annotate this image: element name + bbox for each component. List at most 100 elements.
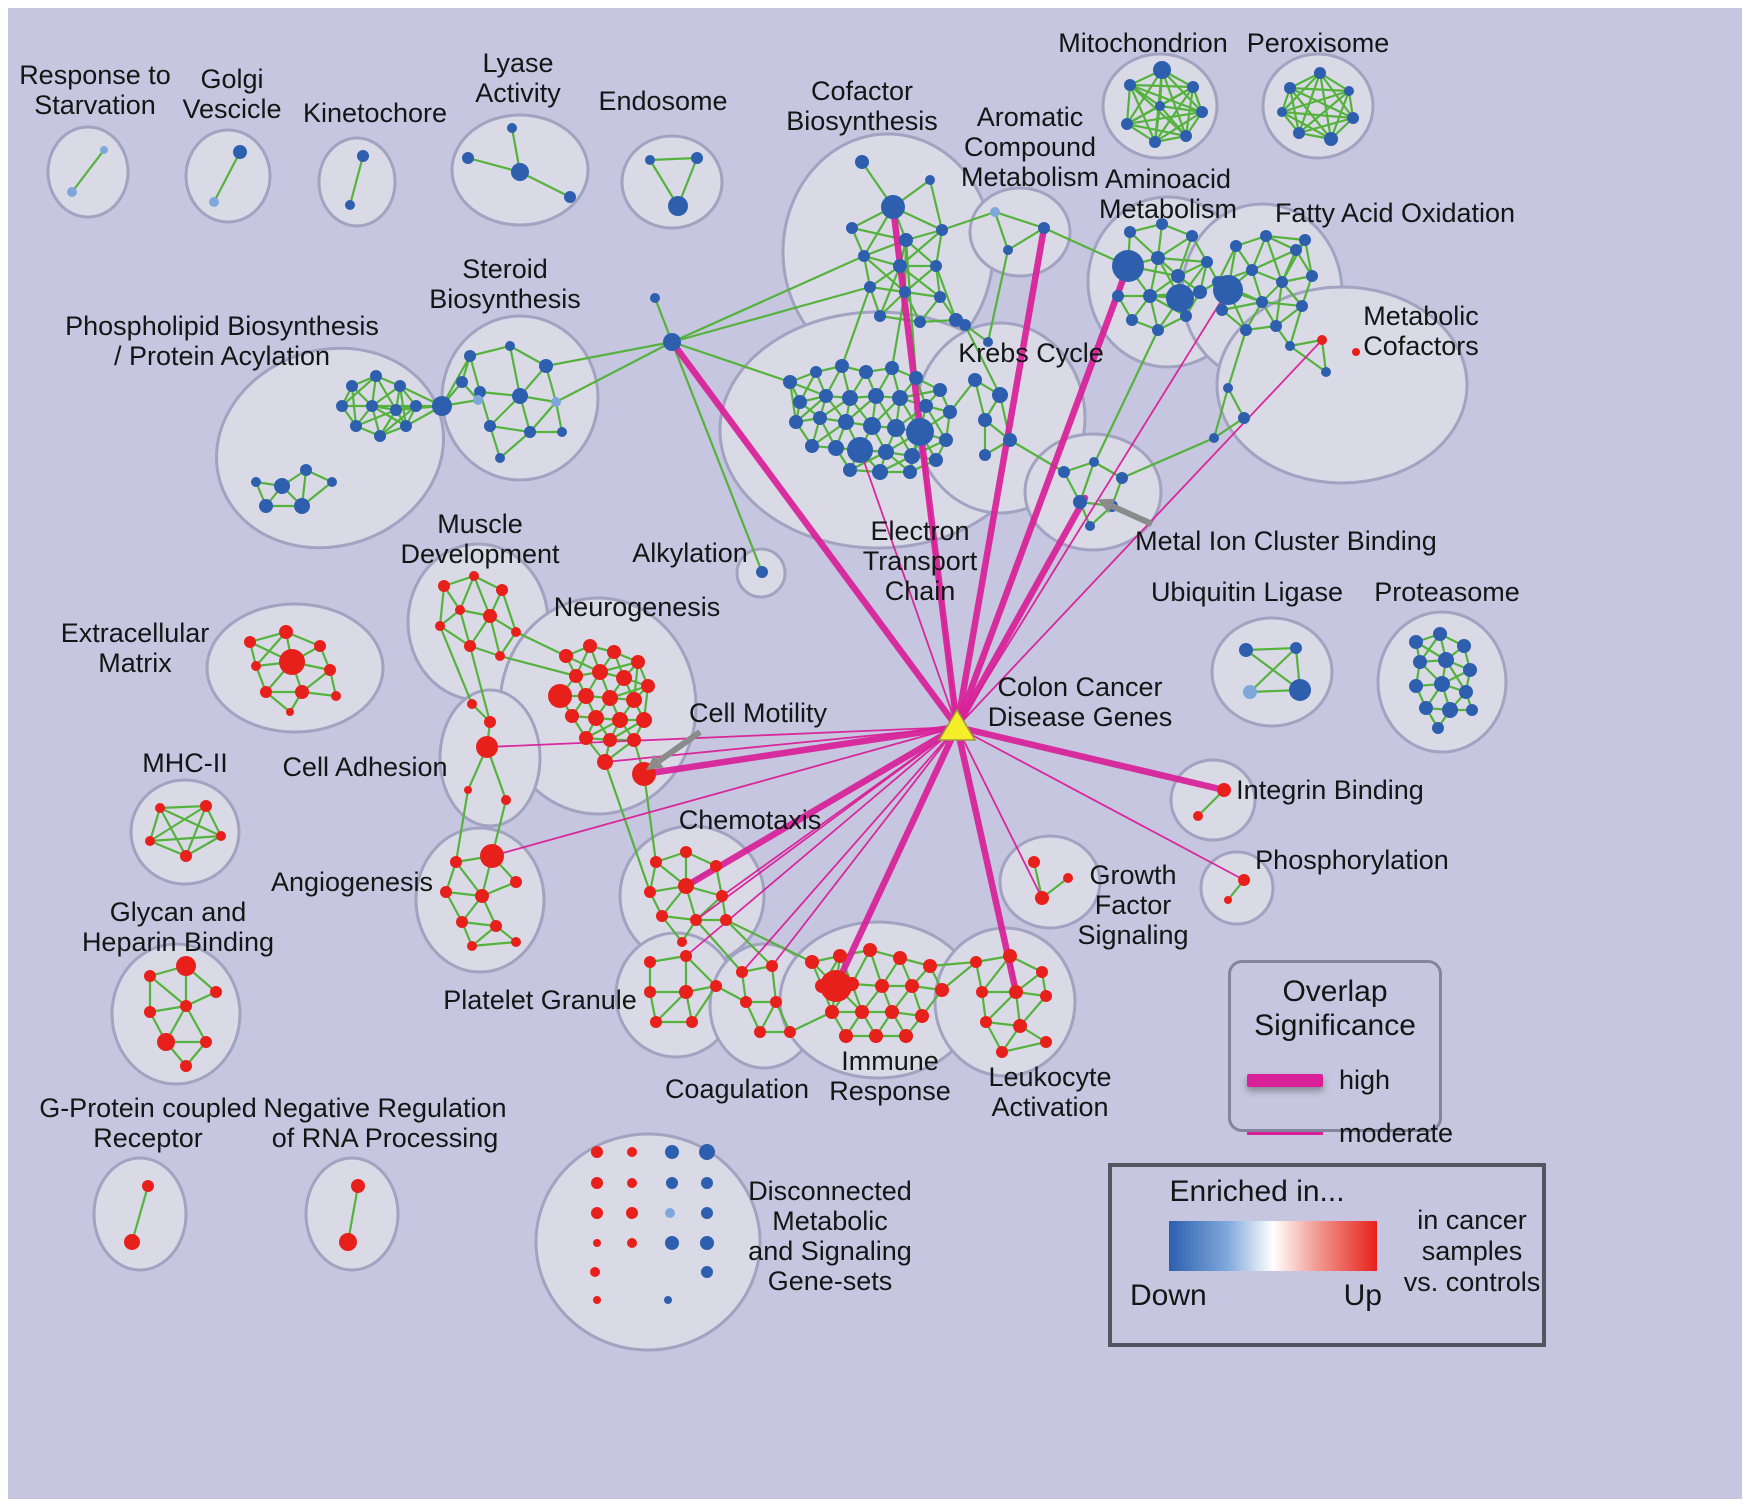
gene-set-node [701,1266,713,1278]
overlap-significance-legend: Overlap Significance high moderate [1228,960,1453,1148]
inter-cluster-edge [986,249,1010,343]
gene-set-node [736,966,748,978]
cluster-ellipse-glycan-heparin-binding [110,942,242,1086]
gene-set-node [847,437,873,463]
gene-set-node [1442,702,1458,718]
significance-edge-high [832,723,961,990]
cluster-label-mhc-ii: MHC-II [142,748,227,778]
gene-set-node [789,415,803,429]
gene-set-node [665,1145,679,1159]
gene-set-node [843,463,857,477]
gene-set-node [754,1026,766,1038]
cluster-label-cell-adhesion: Cell Adhesion [282,752,447,782]
gene-set-node [464,640,476,652]
gene-set-node [1121,118,1133,130]
gene-set-node [200,800,212,812]
significance-edge-moderate [859,449,958,728]
gene-set-node [903,465,917,479]
inter-cluster-edge [1094,329,1159,463]
gene-set-node [1216,304,1228,316]
gene-set-node [462,152,474,164]
gene-set-node [346,380,358,392]
gene-set-node [339,1233,357,1251]
gene-set-node [501,795,511,805]
gene-set-node [1201,256,1213,268]
gene-set-node [336,400,348,412]
gene-set-node [813,411,827,425]
gene-set-node [1153,61,1171,79]
gene-set-overlap-edge [149,834,222,843]
gene-set-node [1290,642,1302,654]
gene-set-node [1186,230,1198,242]
gene-set-node [1112,250,1144,282]
cluster-label-coagulation: Coagulation [665,1074,809,1104]
significance-edge-moderate [486,726,958,748]
gene-set-node [925,175,935,185]
gene-set-overlap-edge [149,839,187,858]
gene-set-node [909,371,923,385]
gene-set-node [943,405,957,419]
gene-set-node [1085,521,1095,531]
gene-set-node [233,145,247,159]
gene-set-overlap-edge [1126,105,1161,125]
gene-set-node [650,1016,662,1028]
gene-set-node [548,684,572,708]
inter-cluster-edge [789,1011,833,1033]
gene-set-node [157,1033,175,1051]
gene-set-node [1238,874,1250,886]
gene-set-node [686,1016,698,1028]
gene-set-node [591,1177,603,1189]
gene-set-node [970,956,982,968]
inter-cluster-edge [454,789,470,863]
gene-set-node [820,970,852,1002]
gene-set-overlap-edge [985,991,1017,1023]
gene-set-overlap-edge [934,265,958,321]
gene-set-node [858,250,870,262]
gene-set-node [464,350,476,362]
gene-set-node [644,956,656,968]
gene-set-node [1126,314,1138,326]
gene-set-overlap-edge [899,265,941,298]
gene-set-node [665,1236,679,1250]
gene-set-node [456,376,468,388]
gene-set-node [1058,466,1070,478]
gene-set-node [664,1296,672,1304]
gene-set-node [1352,348,1360,356]
gene-set-node [144,970,156,982]
gene-set-node [627,1178,637,1188]
gene-set-node [869,1029,883,1043]
gene-set-overlap-edge [159,807,222,837]
gene-set-node [100,146,108,154]
gene-set-node [677,937,687,947]
gene-set-node [209,197,219,207]
gene-set-overlap-edge [1001,1040,1047,1054]
cluster-label-metal-ion-cluster-binding: Metal Ion Cluster Binding [1135,526,1437,556]
inter-cluster-edge [840,286,872,367]
gene-set-node [893,951,907,965]
cluster-label-peroxisome: Peroxisome [1247,28,1390,58]
gene-set-node [1003,433,1017,447]
gene-set-node [842,390,858,406]
significance-edge-moderate [741,726,958,973]
gene-set-node [680,846,692,858]
gene-set-node [473,395,483,405]
gene-set-node [1289,679,1311,701]
gene-set-overlap-edge [1288,87,1301,134]
gene-set-overlap-edge [1251,248,1297,272]
cluster-label-krebs-cycle: Krebs Cycle [958,338,1104,368]
gene-set-node [1240,324,1252,336]
gene-set-node [668,196,688,216]
gene-set-node [394,380,406,392]
gene-set-overlap-edge [1274,281,1284,327]
gene-set-node [155,803,165,813]
gene-set-overlap-edge [1245,646,1297,652]
gene-set-node [990,207,1000,217]
gene-set-node [300,464,312,476]
gene-set-node [495,651,505,661]
